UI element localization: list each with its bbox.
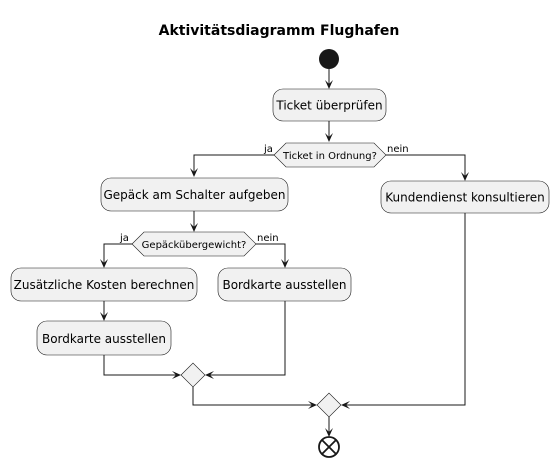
branch-label-ticket-no: nein xyxy=(387,144,409,155)
arrowhead xyxy=(325,133,333,142)
arrowhead xyxy=(100,259,108,268)
node-boarding-pass-right-label: Bordkarte ausstellen xyxy=(222,278,346,292)
arrowhead xyxy=(325,428,333,437)
node-check-ticket-label: Ticket überprüfen xyxy=(275,99,382,113)
branch-label-ticket-yes: ja xyxy=(263,144,273,155)
start-node xyxy=(319,49,339,69)
arrowhead xyxy=(172,371,181,379)
decision-ticket-ok-label: Ticket in Ordnung? xyxy=(282,151,377,162)
edge-service-to-merge2 xyxy=(346,213,466,406)
node-customer-service-label: Kundendienst konsultieren xyxy=(385,191,545,205)
merge-weight xyxy=(180,362,206,388)
edge-ticket-no xyxy=(386,154,466,176)
end-node xyxy=(318,436,340,458)
arrowhead xyxy=(190,223,198,232)
arrowhead xyxy=(325,80,333,89)
merge-final xyxy=(316,392,342,418)
node-extra-costs-label: Zusätzliche Kosten berechnen xyxy=(14,278,195,292)
arrowhead xyxy=(341,401,350,409)
edge-merge1-to-merge2 xyxy=(192,387,312,406)
edge-right-to-merge xyxy=(210,301,286,376)
arrowhead xyxy=(308,401,317,409)
arrowhead xyxy=(190,168,198,177)
arrowhead xyxy=(100,312,108,321)
branch-label-weight-no: nein xyxy=(257,233,279,244)
edge-weight-yes xyxy=(103,243,132,263)
branch-label-weight-yes: ja xyxy=(119,233,129,244)
diagram-title: Aktivitätsdiagramm Flughafen xyxy=(159,23,400,39)
edge-left-to-merge xyxy=(103,355,176,376)
arrowhead xyxy=(461,172,469,181)
edge-weight-no xyxy=(256,243,286,263)
decision-overweight-label: Gepäckübergewicht? xyxy=(142,240,247,251)
arrowhead xyxy=(205,371,214,379)
node-luggage-checkin-label: Gepäck am Schalter aufgeben xyxy=(103,188,285,202)
arrowhead xyxy=(281,259,289,268)
node-boarding-pass-left-label: Bordkarte ausstellen xyxy=(42,332,166,346)
edge-ticket-yes xyxy=(193,154,274,172)
